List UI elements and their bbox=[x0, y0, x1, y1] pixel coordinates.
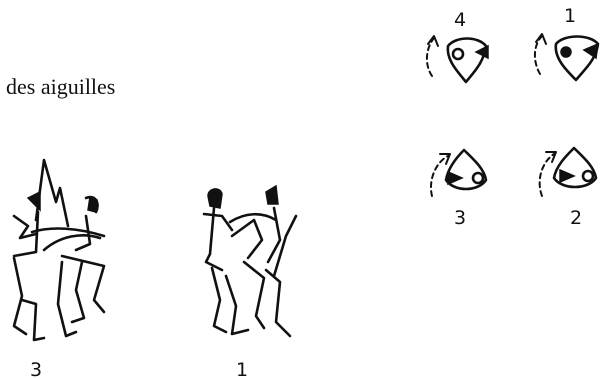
position-label-1: 1 bbox=[564, 5, 576, 27]
dancer-head-icon bbox=[208, 189, 222, 208]
position-label-4: 4 bbox=[454, 9, 466, 31]
dancer-pair-icon bbox=[448, 39, 486, 83]
position-diagram-3: 3 bbox=[431, 150, 486, 229]
dancing-couple-figure-1: 1 bbox=[204, 186, 296, 379]
dancing-couple-figure-3: 3 bbox=[14, 160, 104, 379]
figure-label-3: 3 bbox=[30, 359, 42, 379]
position-diagram-2: 2 bbox=[540, 148, 596, 229]
position-label-3: 3 bbox=[454, 207, 466, 229]
position-diagram-4: 4 bbox=[427, 9, 488, 82]
turn-arrow-icon bbox=[431, 156, 448, 196]
position-label-2: 2 bbox=[570, 207, 582, 229]
position-diagram-1: 1 bbox=[535, 5, 598, 80]
dancer-pair-icon bbox=[556, 37, 598, 81]
figure-label-1: 1 bbox=[236, 359, 248, 379]
